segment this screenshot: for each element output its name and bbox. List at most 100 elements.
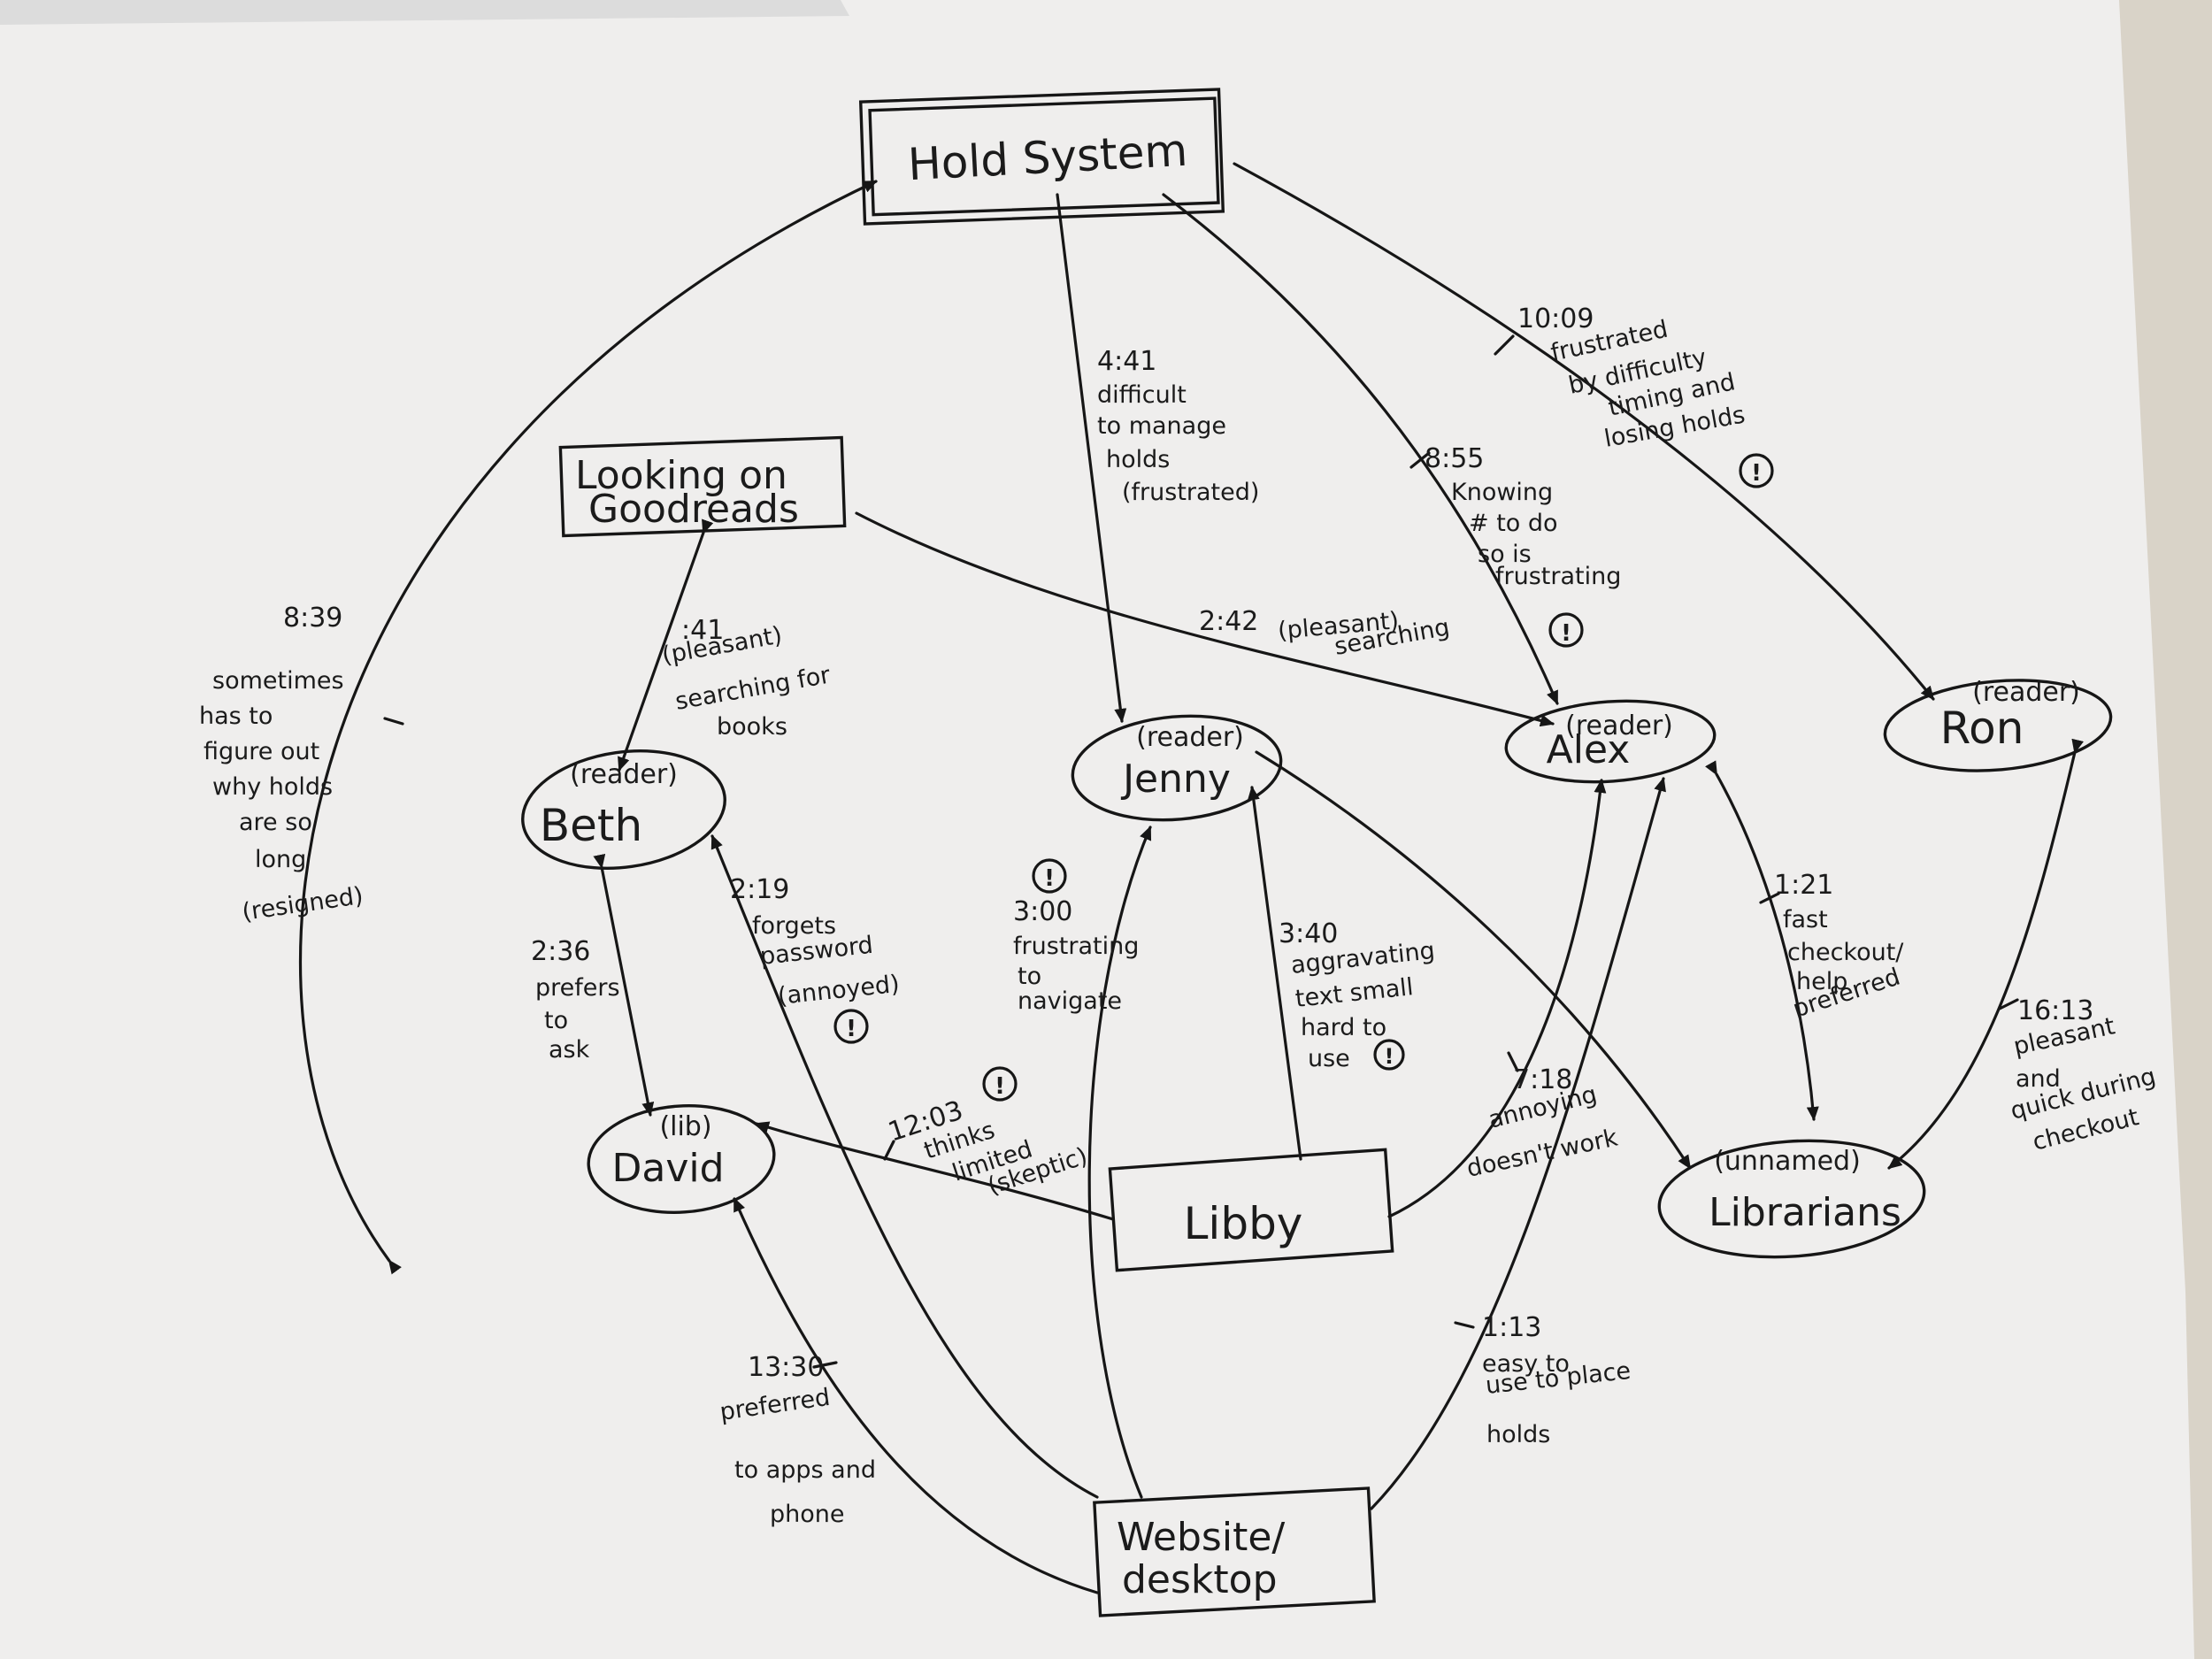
- svg-text:1:21: 1:21: [1774, 870, 1833, 901]
- node-david: (lib) David: [587, 1103, 776, 1215]
- svg-text:has to: has to: [199, 703, 273, 730]
- annotation-hold-david: 8:39 sometimes has to figure out why hol…: [199, 603, 365, 926]
- svg-text:hard to: hard to: [1301, 1014, 1386, 1041]
- svg-text:frustrating: frustrating: [1495, 563, 1621, 590]
- svg-text:Goodreads: Goodreads: [588, 487, 799, 532]
- svg-text:ask: ask: [549, 1036, 590, 1064]
- svg-text:!: !: [1385, 1044, 1394, 1069]
- svg-text:and: and: [2016, 1065, 2061, 1093]
- svg-text:3:40: 3:40: [1279, 918, 1338, 949]
- svg-text:Libby: Libby: [1184, 1198, 1303, 1249]
- svg-text:8:55: 8:55: [1425, 443, 1484, 474]
- edge-libby-jenny: [1247, 786, 1302, 1161]
- svg-text:help: help: [1796, 968, 1847, 995]
- edge-alex-librarians: [1705, 760, 1819, 1121]
- edge-libby-alex: [1387, 779, 1607, 1218]
- edge-hold-david: [298, 180, 878, 1275]
- annotation-hold-jenny: 4:41 difficult to manage holds (frustrat…: [1097, 346, 1259, 506]
- svg-text:(reader): (reader): [570, 759, 678, 790]
- svg-text:David: David: [611, 1146, 724, 1191]
- svg-text:use: use: [1308, 1045, 1350, 1072]
- edge-website-jenny: [1087, 826, 1152, 1499]
- paper-shadow: [0, 0, 849, 25]
- svg-text:holds: holds: [1106, 446, 1170, 473]
- svg-text:!: !: [1561, 620, 1571, 647]
- svg-text:frustrating: frustrating: [1013, 933, 1139, 960]
- svg-text:desktop: desktop: [1122, 1557, 1278, 1602]
- svg-text:2:19: 2:19: [730, 874, 789, 905]
- annotation-beth-david: 2:36 prefers to ask: [531, 936, 620, 1064]
- edge-website-david: [733, 1197, 1099, 1594]
- edge-goodreads-alex: [855, 511, 1555, 727]
- svg-text:so is: so is: [1478, 541, 1532, 568]
- node-alex: (reader) Alex: [1504, 699, 1717, 784]
- svg-text:10:09: 10:09: [1517, 303, 1594, 334]
- svg-text:to: to: [1018, 963, 1041, 990]
- svg-text:books: books: [717, 713, 787, 741]
- node-goodreads: Looking on Goodreads: [558, 435, 847, 538]
- svg-text:1:13: 1:13: [1482, 1312, 1541, 1343]
- edge-jenny-librarians: [1255, 750, 1692, 1170]
- annotation-website-jenny: ! 3:00 frustrating to navigate: [1013, 858, 1139, 1015]
- svg-text:long: long: [255, 846, 306, 873]
- annotation-alex-librarians: 1:21 fast checkout/ help preferred: [1774, 870, 1904, 1024]
- svg-text:!: !: [1044, 865, 1055, 892]
- timestamp-ticks: [383, 334, 2019, 1369]
- edge-hold-jenny: [1056, 193, 1127, 723]
- edges: [298, 162, 2085, 1594]
- svg-text:8:39: 8:39: [283, 603, 342, 634]
- svg-text:4:41: 4:41: [1097, 346, 1156, 377]
- edge-website-beth: [710, 834, 1099, 1499]
- svg-text:fast: fast: [1783, 906, 1828, 933]
- svg-text:(reader): (reader): [1136, 722, 1244, 753]
- svg-text:why holds: why holds: [212, 773, 333, 801]
- svg-text:!: !: [1751, 460, 1762, 487]
- svg-text:Knowing: Knowing: [1451, 479, 1553, 506]
- svg-text:Ron: Ron: [1940, 703, 2024, 754]
- svg-text:to manage: to manage: [1097, 412, 1226, 440]
- svg-text:navigate: navigate: [1018, 987, 1122, 1015]
- svg-text:Looking on: Looking on: [575, 453, 787, 498]
- svg-text:7:18: 7:18: [1513, 1064, 1572, 1095]
- node-ron: (reader) Ron: [1883, 677, 2113, 772]
- edge-website-alex: [1370, 777, 1666, 1510]
- svg-text:to apps and: to apps and: [734, 1456, 876, 1484]
- node-jenny: (reader) Jenny: [1071, 714, 1283, 822]
- svg-text:!: !: [995, 1073, 1005, 1100]
- svg-text:(lib): (lib): [659, 1111, 711, 1142]
- svg-text:Beth: Beth: [540, 800, 642, 851]
- svg-text:!: !: [846, 1016, 856, 1042]
- edge-hold-alex: [1162, 193, 1559, 705]
- svg-text:sometimes: sometimes: [212, 667, 344, 695]
- node-beth: (reader) Beth: [521, 749, 726, 871]
- node-libby: Libby: [1108, 1148, 1394, 1272]
- svg-text:(unnamed): (unnamed): [1714, 1146, 1861, 1177]
- edge-beth-david: [593, 853, 655, 1117]
- node-website: Website/ desktop: [1093, 1486, 1376, 1617]
- svg-text:difficult: difficult: [1097, 381, 1187, 409]
- svg-text:are so: are so: [239, 809, 312, 836]
- edge-libby-david: [755, 1121, 1115, 1221]
- svg-text:figure out: figure out: [204, 738, 319, 765]
- svg-text:phone: phone: [770, 1501, 845, 1528]
- svg-text:(frustrated): (frustrated): [1122, 479, 1259, 506]
- svg-text:checkout/: checkout/: [1787, 939, 1904, 966]
- svg-text:3:00: 3:00: [1013, 896, 1072, 927]
- svg-text:2:42: 2:42: [1199, 606, 1258, 637]
- svg-text:(reader): (reader): [1565, 710, 1673, 741]
- svg-text:16:13: 16:13: [2017, 995, 2093, 1026]
- annotation-hold-alex: 8:55 Knowing # to do so is frustrating !: [1425, 443, 1621, 648]
- svg-text:13:30: 13:30: [748, 1352, 824, 1383]
- annotation-goodreads-alex: 2:42 (pleasant) searching: [1199, 606, 1452, 661]
- svg-text:prefers: prefers: [535, 974, 620, 1002]
- svg-text:easy to: easy to: [1482, 1350, 1570, 1378]
- svg-text:holds: holds: [1486, 1421, 1550, 1448]
- svg-text:Librarians: Librarians: [1709, 1190, 1901, 1235]
- svg-text:(reader): (reader): [1972, 677, 2080, 708]
- svg-text:2:36: 2:36: [531, 936, 590, 967]
- svg-text:to: to: [544, 1007, 568, 1034]
- svg-text:Jenny: Jenny: [1120, 757, 1231, 802]
